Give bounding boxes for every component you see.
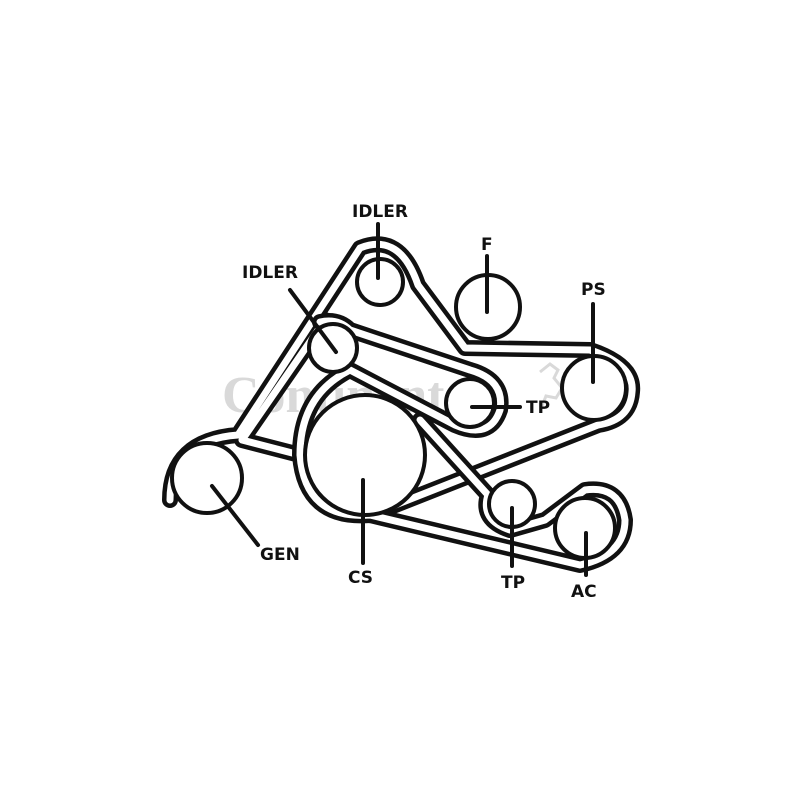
labels: IDLER F IDLER PS TP GEN CS TP AC	[242, 202, 606, 602]
label-tensioner-lower: TP	[501, 573, 525, 593]
secondary-belt-inner	[296, 317, 629, 569]
pulley-tensioner-upper	[444, 377, 496, 429]
leader-lines	[210, 222, 595, 577]
horse-icon	[539, 362, 564, 407]
label-idler-left: IDLER	[242, 263, 298, 283]
label-tensioner-upper: TP	[526, 398, 550, 418]
label-idler-top: IDLER	[352, 202, 408, 222]
label-fan: F	[481, 235, 493, 255]
label-generator: GEN	[260, 545, 300, 565]
label-air-conditioning: AC	[571, 582, 597, 602]
label-power-steering: PS	[581, 280, 606, 300]
secondary-belt	[292, 313, 633, 573]
leader-generator	[210, 484, 260, 547]
pulley-generator	[170, 441, 244, 515]
label-crankshaft: CS	[348, 568, 373, 588]
leader-idler-left	[288, 288, 338, 354]
